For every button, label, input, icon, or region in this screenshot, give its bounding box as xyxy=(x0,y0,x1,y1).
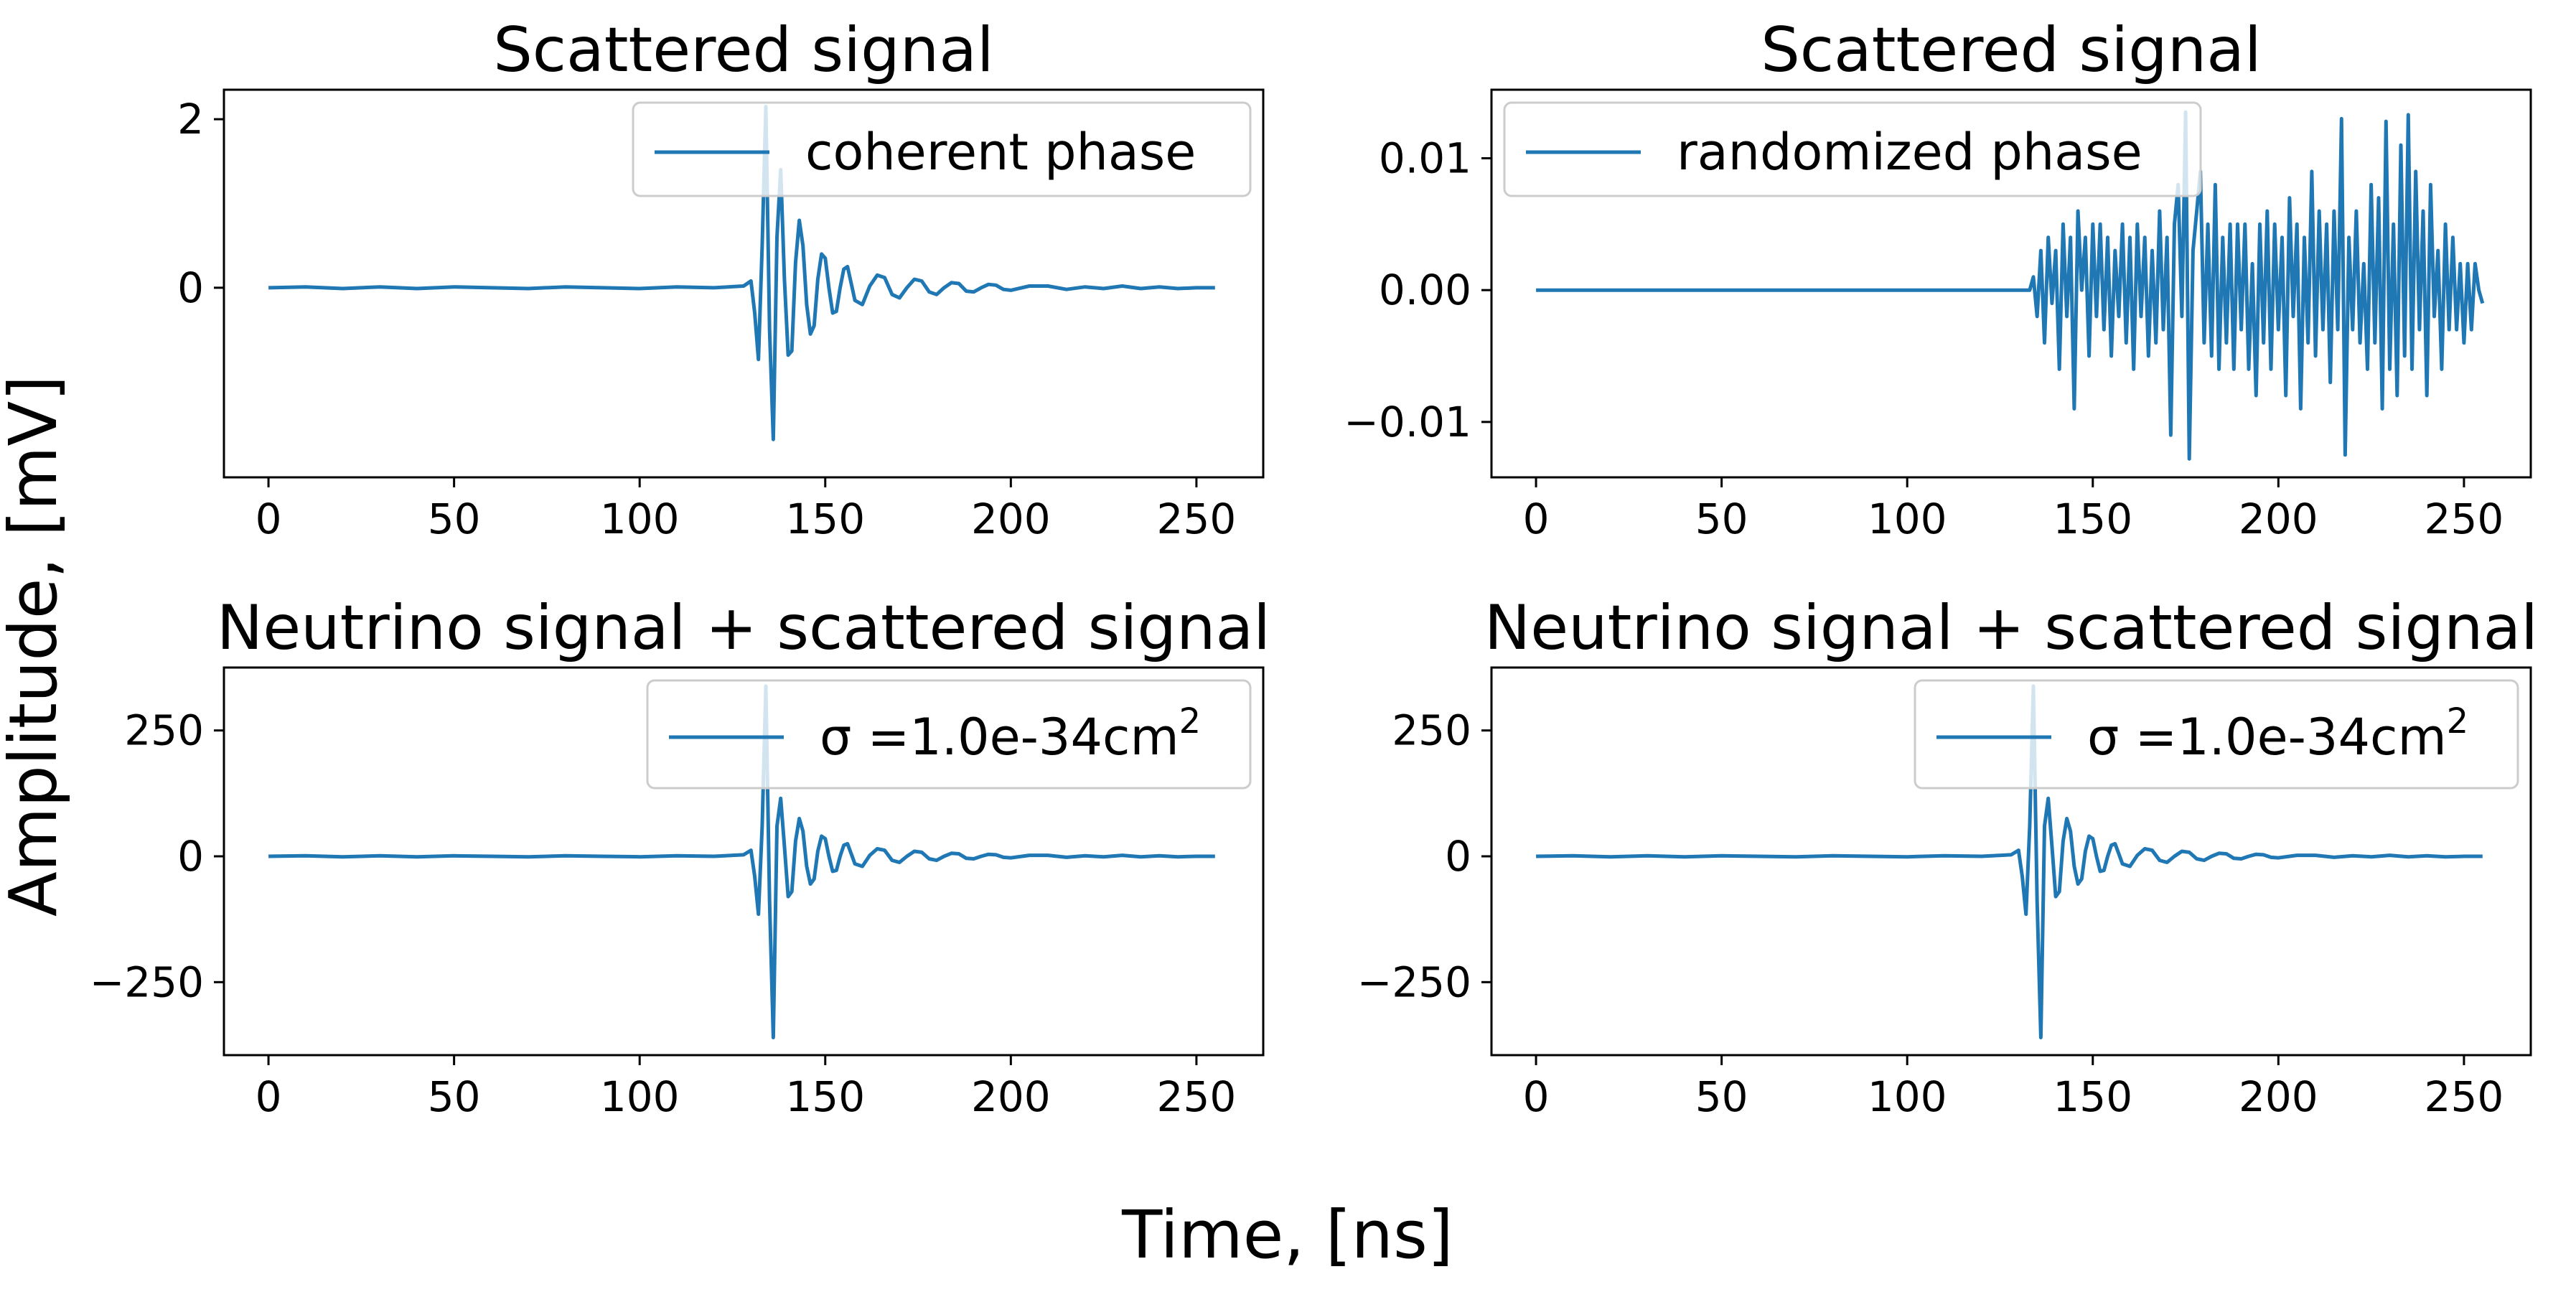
axes-frame xyxy=(223,666,1265,1057)
legend-box xyxy=(1503,101,2202,197)
y-tick-label: −0.01 xyxy=(1344,398,1471,446)
legend-box xyxy=(1914,679,2519,790)
x-tick-label: 200 xyxy=(971,495,1051,543)
chart-title: Neutrino signal + scattered signal xyxy=(1484,592,2538,664)
subplot-bottom-left: Neutrino signal + scattered signal 0 50 10… xyxy=(90,592,1270,1121)
y-tick-label: 0.00 xyxy=(1379,266,1471,314)
x-tick-label: 150 xyxy=(785,495,865,543)
x-tick-label: 50 xyxy=(428,495,481,543)
x-tick-label: 0 xyxy=(256,495,282,543)
legend-label: σ =1.0e-34cm2 xyxy=(2087,701,2468,767)
x-tick-label: 0 xyxy=(256,1072,282,1121)
tick-group: 0 50 100 150 200 250 −0.01 0.00 0.01 xyxy=(1344,134,2504,543)
legend: coherent phase xyxy=(632,101,1252,197)
legend-label: coherent phase xyxy=(805,123,1196,182)
legend: σ =1.0e-34cm2 xyxy=(646,679,1252,790)
tick-group: 0 50 100 150 200 250 0 2 xyxy=(177,95,1236,543)
x-tick-label: 250 xyxy=(2425,495,2504,543)
x-tick-label: 150 xyxy=(2053,495,2132,543)
y-tick-label: 0 xyxy=(1445,832,1471,881)
legend: σ =1.0e-34cm2 xyxy=(1914,679,2519,790)
y-tick-label: −250 xyxy=(1357,958,1471,1006)
subplot-top-left: Scattered signal 0 50 100 150 200 250 0 2 coher… xyxy=(177,14,1265,543)
subplot-top-right: Scattered signal 0 50 100 150 200 250 −0.01 0.0… xyxy=(1344,14,2532,543)
tick-group: 0 50 100 150 200 250 −250 0 250 xyxy=(1357,706,2504,1121)
x-tick-label: 200 xyxy=(971,1072,1051,1121)
chart-title: Scattered signal xyxy=(493,14,994,86)
figure-y-axis-label: Amplitude, [mV] xyxy=(0,375,72,917)
axes-frame xyxy=(1490,88,2532,479)
x-tick-label: 150 xyxy=(2053,1072,2132,1121)
y-tick-label: 250 xyxy=(1392,706,1471,755)
x-tick-label: 200 xyxy=(2239,1072,2318,1121)
series-line xyxy=(1536,110,2485,461)
x-tick-label: 250 xyxy=(2425,1072,2504,1121)
y-tick-label: 0 xyxy=(177,832,204,881)
tick-group: 0 50 100 150 200 250 −250 0 250 xyxy=(90,706,1237,1121)
series-line xyxy=(268,105,1215,441)
x-tick-label: 200 xyxy=(2239,495,2318,543)
x-tick-label: 250 xyxy=(1157,495,1237,543)
x-tick-label: 50 xyxy=(1695,1072,1748,1121)
x-tick-label: 100 xyxy=(1868,1072,1947,1121)
x-tick-label: 150 xyxy=(785,1072,865,1121)
y-tick-label: 2 xyxy=(177,95,204,144)
legend-box xyxy=(632,101,1252,197)
chart-title: Scattered signal xyxy=(1761,14,2262,86)
y-tick-label: −250 xyxy=(90,958,204,1006)
axes-frame xyxy=(1490,666,2532,1057)
x-tick-label: 100 xyxy=(600,495,680,543)
legend: randomized phase xyxy=(1503,101,2202,197)
legend-box xyxy=(646,679,1252,790)
y-tick-label: 0.01 xyxy=(1379,134,1471,183)
y-tick-label: 250 xyxy=(124,706,204,755)
series-line xyxy=(1536,684,2483,1039)
figure-x-axis-label: Time, [ns] xyxy=(1121,1197,1453,1273)
x-tick-label: 50 xyxy=(428,1072,481,1121)
chart-title: Neutrino signal + scattered signal xyxy=(217,592,1270,664)
y-tick-label: 0 xyxy=(177,263,204,312)
subplot-bottom-right: Neutrino signal + scattered signal 0 50 10… xyxy=(1357,592,2538,1121)
x-tick-label: 100 xyxy=(600,1072,680,1121)
x-tick-label: 50 xyxy=(1695,495,1748,543)
series-line xyxy=(268,684,1215,1039)
x-tick-label: 0 xyxy=(1523,1072,1550,1121)
x-tick-label: 0 xyxy=(1523,495,1550,543)
x-tick-label: 250 xyxy=(1157,1072,1237,1121)
legend-label: randomized phase xyxy=(1677,123,2142,182)
x-tick-label: 100 xyxy=(1868,495,1947,543)
axes-frame xyxy=(223,88,1265,479)
legend-label: σ =1.0e-34cm2 xyxy=(820,701,1201,767)
